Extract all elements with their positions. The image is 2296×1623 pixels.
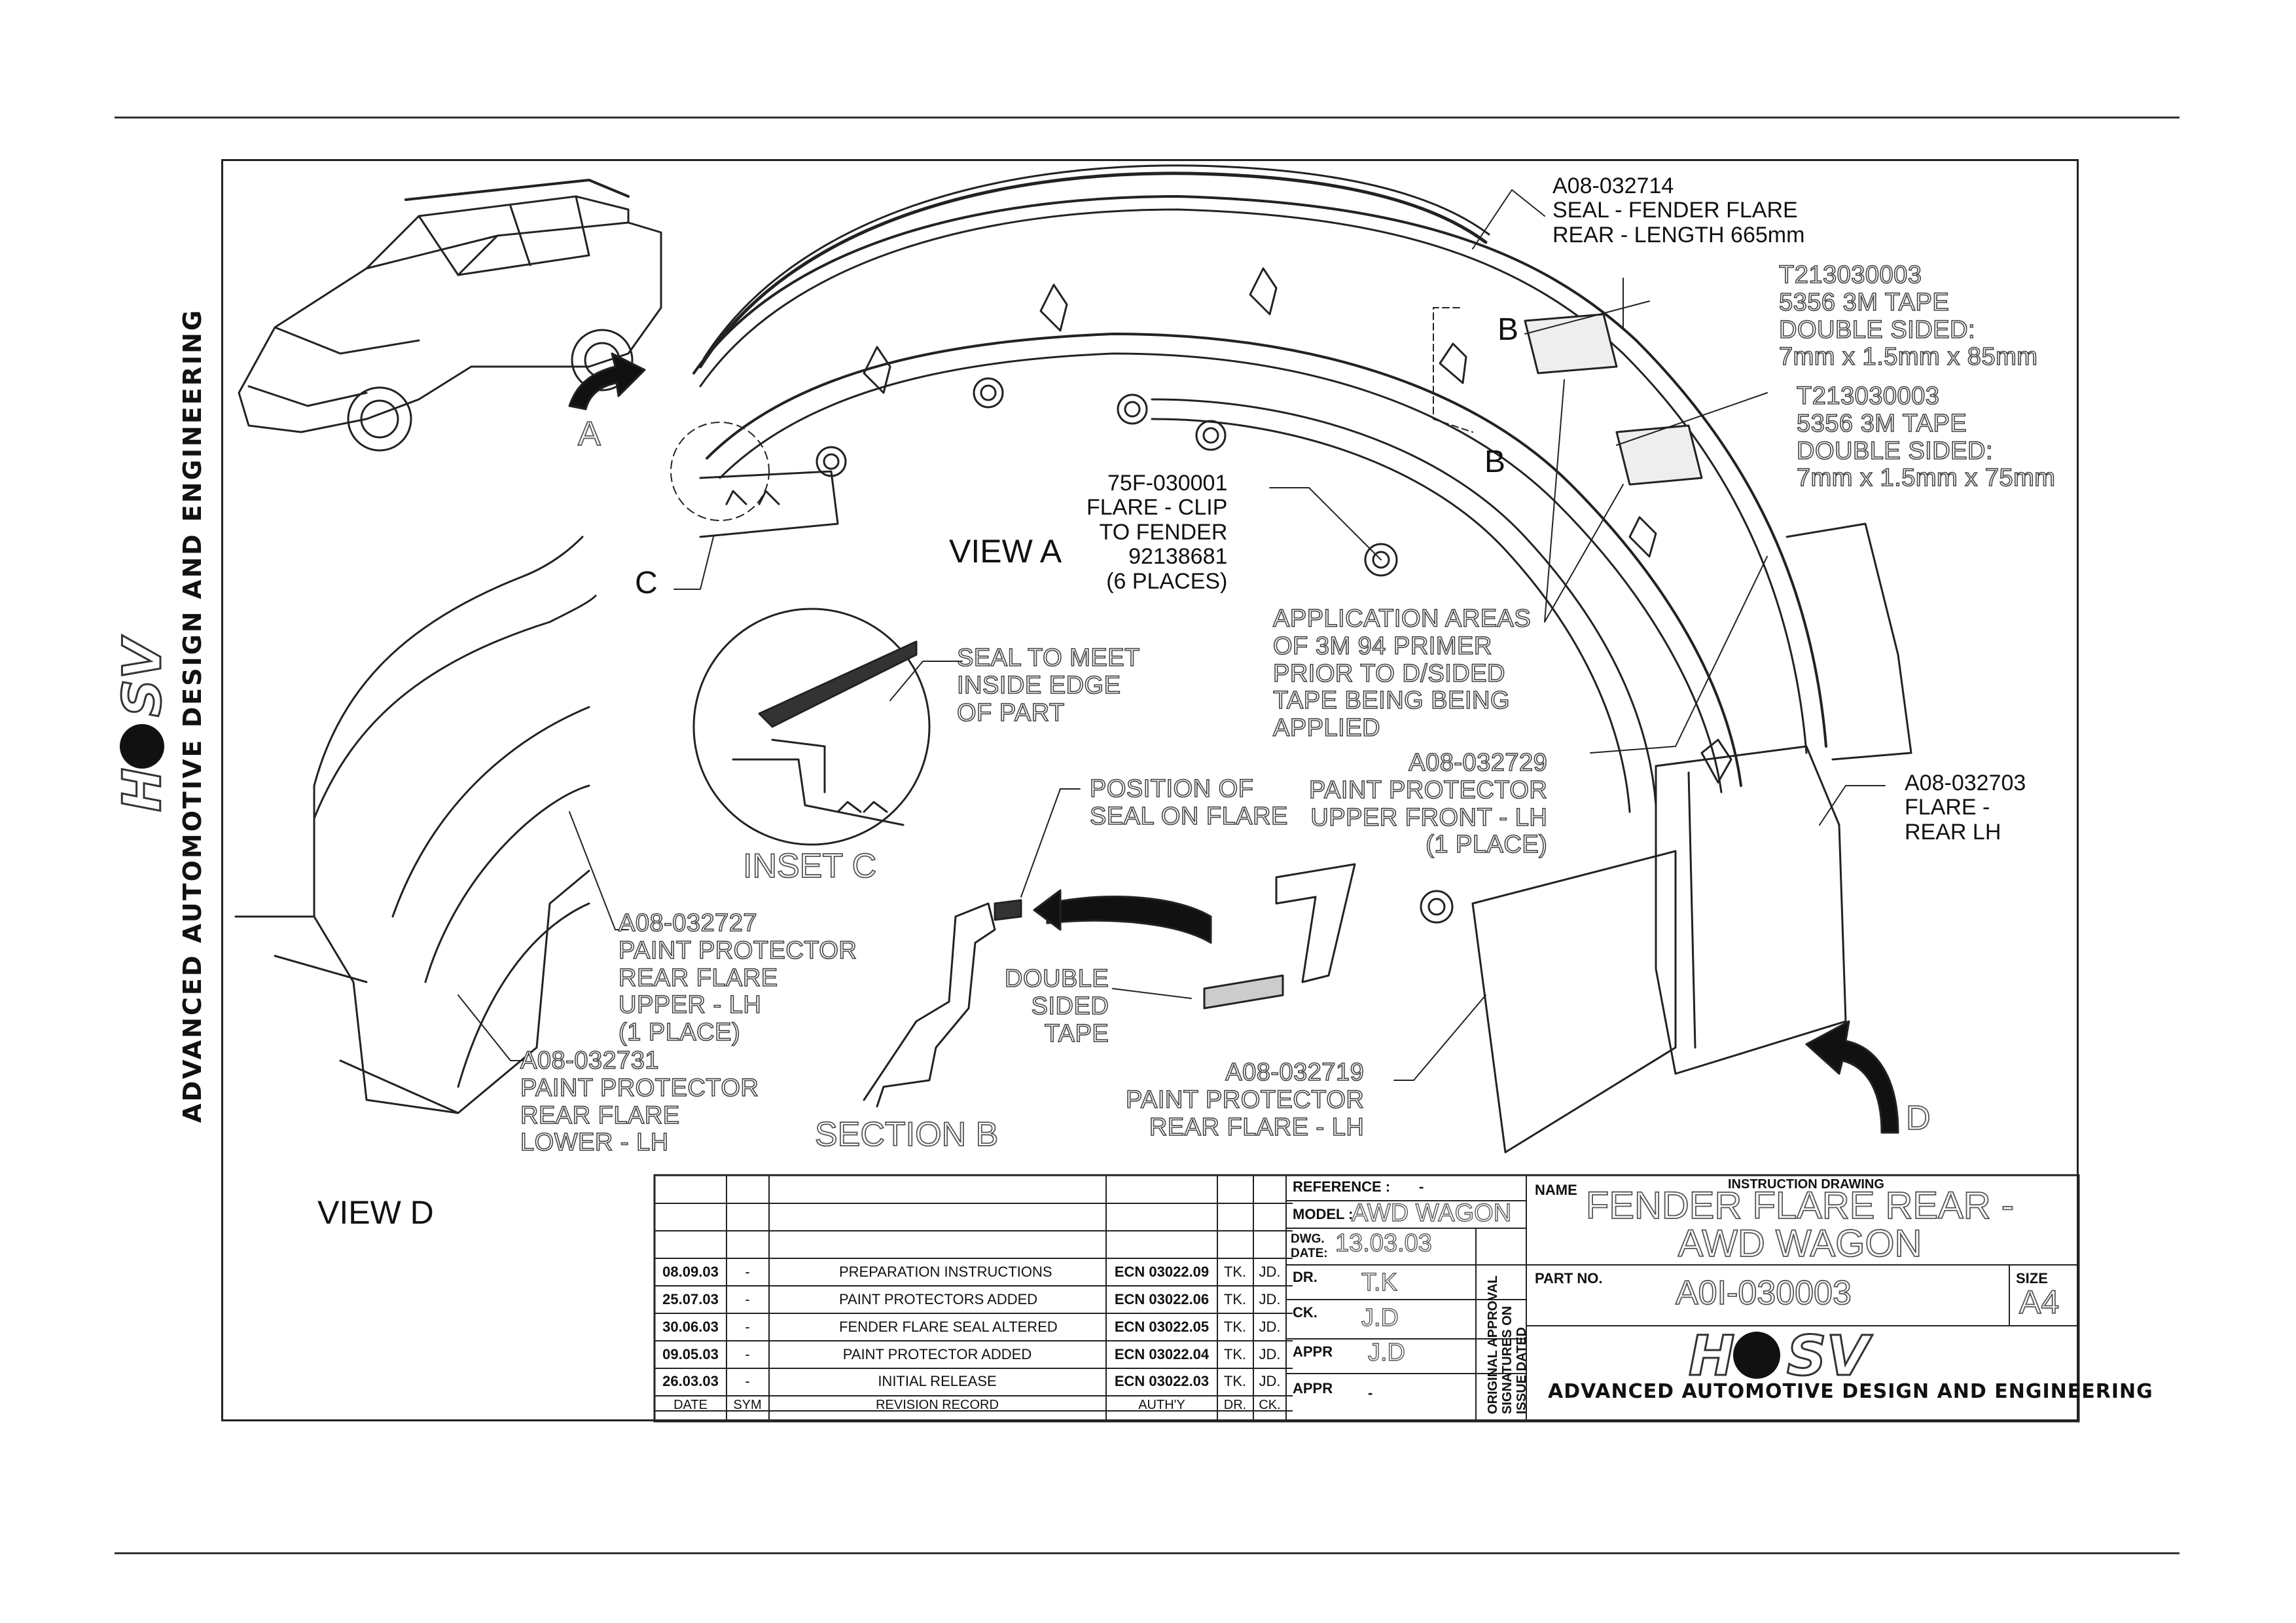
section-b-label: SECTION B (814, 1115, 999, 1154)
letter-c: C (635, 566, 658, 600)
revision-cell: ECN 03022.03 (1114, 1373, 1210, 1389)
model-value: AWD WAGON (1351, 1199, 1512, 1227)
revision-cell: ECN 03022.04 (1114, 1346, 1210, 1362)
revision-cell: 26.03.03 (662, 1373, 719, 1389)
revision-cell: JD. (1259, 1264, 1281, 1280)
ck-label: CK. (1293, 1304, 1318, 1321)
revision-cell: ECN 03022.06 (1114, 1291, 1210, 1307)
revision-cell: 25.07.03 (662, 1291, 719, 1307)
revision-cell: PAINT PROTECTORS ADDED (839, 1291, 1038, 1307)
revision-cell: ECN 03022.09 (1114, 1264, 1210, 1280)
revision-cell: JD. (1259, 1319, 1281, 1335)
svg-text:SV: SV (1787, 1324, 1873, 1388)
letter-a: A (577, 414, 601, 453)
revision-cell: PREPARATION INSTRUCTIONS (839, 1264, 1052, 1280)
titleblock-footer: ADVANCED AUTOMOTIVE DESIGN AND ENGINEERI… (1548, 1380, 2153, 1403)
svg-text:H: H (1689, 1324, 1734, 1388)
reference-value: - (1419, 1178, 1424, 1195)
name-subtitle: INSTRUCTION DRAWING (1728, 1177, 1884, 1192)
revision-cell: TK. (1223, 1373, 1247, 1389)
revision-cell: FENDER FLARE SEAL ALTERED (839, 1319, 1058, 1335)
revision-cell: INITIAL RELEASE (878, 1373, 997, 1389)
appr2-label: APPR (1293, 1380, 1333, 1396)
revision-header: CK. (1259, 1398, 1281, 1412)
part-no-label: PART NO. (1535, 1270, 1603, 1286)
revision-cell: - (745, 1291, 750, 1307)
revision-cell: ECN 03022.05 (1114, 1319, 1210, 1335)
top-rule (115, 117, 2179, 119)
revision-cell: 09.05.03 (662, 1346, 719, 1362)
appr-label: APPR (1293, 1343, 1333, 1360)
dwg-date-value: 13.03.03 (1335, 1229, 1432, 1257)
inset-c-label: INSET C (742, 847, 877, 885)
reference-label: REFERENCE : (1293, 1178, 1391, 1195)
revision-cell: - (745, 1319, 750, 1335)
ck-value: J.D (1361, 1304, 1399, 1332)
appr2-value: - (1368, 1385, 1373, 1401)
name-label: NAME (1535, 1182, 1577, 1198)
size-value: A4 (2018, 1283, 2060, 1321)
drawing-title-line1: FENDER FLARE REAR - (1585, 1184, 2015, 1228)
revision-cell: JD. (1259, 1373, 1281, 1389)
svg-text:SV: SV (112, 634, 173, 717)
revision-cell: PAINT PROTECTOR ADDED (842, 1346, 1032, 1362)
revision-cell: JD. (1259, 1346, 1281, 1362)
vertical-tagline: ADVANCED AUTOMOTIVE DESIGN AND ENGINEERI… (178, 308, 207, 1123)
revision-header: AUTH'Y (1138, 1398, 1185, 1412)
dr-label: DR. (1293, 1269, 1318, 1285)
revision-cell: JD. (1259, 1291, 1281, 1307)
letter-b-upper: B (1498, 312, 1519, 347)
bottom-rule (115, 1552, 2179, 1554)
hsv-logo-vertical: H SV (111, 634, 174, 813)
revision-cell: - (745, 1264, 750, 1280)
model-label: MODEL : (1293, 1206, 1354, 1222)
revision-cell: TK. (1223, 1291, 1247, 1307)
size-label: SIZE (2016, 1270, 2048, 1286)
revision-header: DR. (1223, 1398, 1247, 1412)
part-no-value: A0I-030003 (1675, 1273, 1852, 1313)
appr-value: J.D (1367, 1338, 1405, 1366)
hsv-logo-titleblock: H SV (1688, 1323, 1874, 1389)
letter-d: D (1905, 1099, 1931, 1137)
letter-b-lower: B (1484, 445, 1506, 479)
revision-header: SYM (733, 1398, 762, 1412)
revision-header: DATE (673, 1398, 708, 1412)
revision-cell: TK. (1223, 1319, 1247, 1335)
revision-cell: TK. (1223, 1264, 1247, 1280)
revision-cell: 30.06.03 (662, 1319, 719, 1335)
revision-cell: TK. (1223, 1346, 1247, 1362)
revision-cell: 08.09.03 (662, 1264, 719, 1280)
revision-cell: - (745, 1346, 750, 1362)
car-illustration (238, 179, 662, 452)
view-d-label: VIEW D (317, 1194, 434, 1231)
dwg-date-label: DWG. DATE: (1291, 1232, 1328, 1260)
dr-value: T.K (1361, 1268, 1397, 1296)
svg-text:H: H (112, 768, 173, 812)
view-a-label: VIEW A (949, 533, 1062, 570)
revision-cell: - (745, 1373, 750, 1389)
revision-header: REVISION RECORD (876, 1398, 999, 1412)
drawing-title-line2: AWD WAGON (1677, 1222, 1922, 1266)
